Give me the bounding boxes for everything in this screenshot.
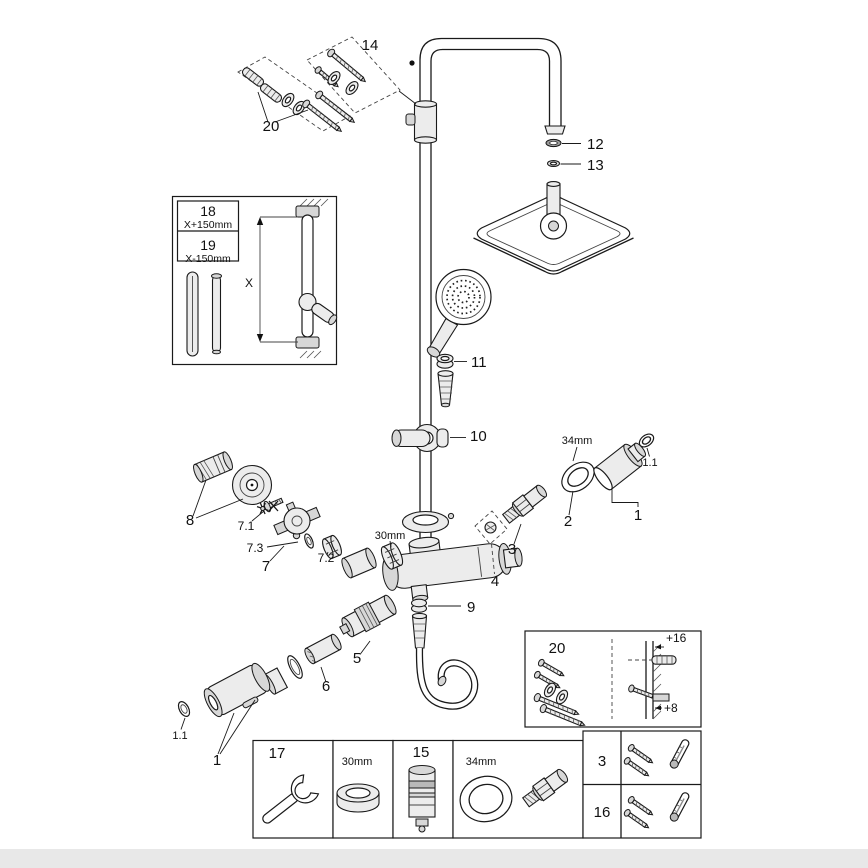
legend-17: 17	[269, 745, 286, 762]
callout-14: 14	[362, 37, 379, 54]
nut-7-2	[322, 534, 342, 560]
fixing-set-box-20	[524, 630, 702, 730]
callout-1-left: 1	[213, 752, 221, 769]
screw-set-box-3-16	[582, 730, 702, 839]
dim-x: X	[245, 276, 253, 290]
callout-10: 10	[470, 428, 487, 445]
legend-30mm: 30mm	[342, 756, 373, 768]
dim-30mm-main: 30mm	[375, 530, 406, 542]
spline-bushing-6	[304, 633, 342, 665]
check-valve-8	[193, 451, 233, 483]
callout-7-3: 7.3	[247, 541, 264, 555]
cartridge-15-legend	[408, 765, 436, 833]
callout-1-right: 1	[634, 507, 642, 524]
callout-1-1-right: 1.1	[642, 457, 657, 469]
shower-arm-flange	[544, 125, 566, 135]
callout-13: 13	[587, 157, 604, 174]
callout-11: 11	[471, 354, 487, 371]
callout-7-2: 7.2	[318, 551, 335, 565]
round-escutcheon-8	[231, 464, 273, 506]
legend-15: 15	[413, 744, 430, 761]
hose-upper-cone	[411, 612, 428, 649]
pipe-escutcheon	[401, 510, 455, 534]
callout-18: 18	[200, 203, 216, 219]
seal-rings-12-13	[545, 138, 581, 167]
dim-plus-16: +16	[666, 631, 687, 645]
callout-2: 2	[564, 513, 572, 530]
dim-34mm-main: 34mm	[562, 435, 593, 447]
nut-30mm	[380, 542, 404, 570]
pipe-wall-mount-tee	[405, 100, 438, 144]
glide-bar-detail-box	[171, 195, 338, 366]
callout-7-1: 7.1	[238, 519, 255, 533]
pipe-marker-dot	[409, 60, 415, 66]
connector-legend	[521, 768, 569, 808]
callout-4: 4	[491, 573, 499, 590]
footer-bar	[0, 849, 868, 868]
dim-x-plus-150: X+150mm	[184, 219, 232, 231]
legend-3: 3	[598, 753, 606, 770]
callout-labels: 14 20 12 13 18 X+150mm 19 X-150mm X 11 1…	[172, 37, 686, 821]
ring-34mm-legend	[459, 775, 513, 823]
hand-shower-holder-10	[391, 423, 466, 453]
callout-1-1-left: 1.1	[172, 730, 187, 742]
cross-mark	[268, 500, 279, 512]
thermostat-cartridge-5	[339, 594, 397, 638]
slider-handle	[311, 302, 338, 326]
callout-6: 6	[322, 678, 330, 695]
seal-ring-1-1-left	[177, 701, 191, 717]
temperature-handle	[203, 662, 271, 718]
dim-x-minus-150: X-150mm	[185, 253, 231, 265]
glide-rail-a	[186, 271, 199, 357]
callout-5: 5	[353, 650, 361, 667]
rain-shower-head	[473, 181, 634, 275]
callout-20-top: 20	[263, 118, 280, 135]
supply-sleeve	[341, 547, 377, 579]
shower-head-inlet-stem	[546, 181, 561, 219]
diverter-ball-detail	[291, 515, 303, 527]
legend-20: 20	[549, 640, 566, 657]
dim-plus-8: +8	[664, 701, 678, 715]
ring-7-3	[304, 533, 314, 549]
nut-30mm-legend	[336, 783, 380, 813]
diverter-ball	[283, 507, 311, 535]
callout-3: 3	[508, 541, 516, 558]
shower-pipe	[405, 37, 566, 548]
bracket-screws-14	[306, 36, 417, 114]
callout-9: 9	[467, 599, 475, 616]
leader-lines-7-8	[192, 479, 329, 562]
callout-8: 8	[186, 512, 194, 529]
handle-escutcheon-ring	[287, 655, 303, 679]
wrench-17	[262, 774, 320, 824]
glide-rail-b	[211, 273, 222, 355]
legend-16: 16	[594, 804, 611, 821]
hand-shower-nut-11	[436, 353, 467, 369]
tools-legend-strip	[252, 739, 584, 839]
outlet-nut-9	[410, 598, 461, 613]
seal-ring-1-1-right	[638, 433, 655, 448]
wall-union-cup-1	[593, 442, 647, 491]
ring-34mm-2	[561, 461, 595, 493]
callout-19: 19	[200, 237, 216, 253]
union-connector-3	[501, 484, 548, 524]
shower-hose	[415, 647, 479, 710]
wall-fixing-set-20	[237, 56, 358, 136]
hose-cone-fitting	[437, 370, 454, 408]
hand-shower	[426, 268, 492, 358]
check-valve-4	[474, 510, 508, 575]
callout-7: 7	[262, 558, 270, 575]
callout-12: 12	[587, 136, 604, 153]
legend-34mm: 34mm	[466, 756, 497, 768]
dimension-x	[256, 216, 298, 343]
